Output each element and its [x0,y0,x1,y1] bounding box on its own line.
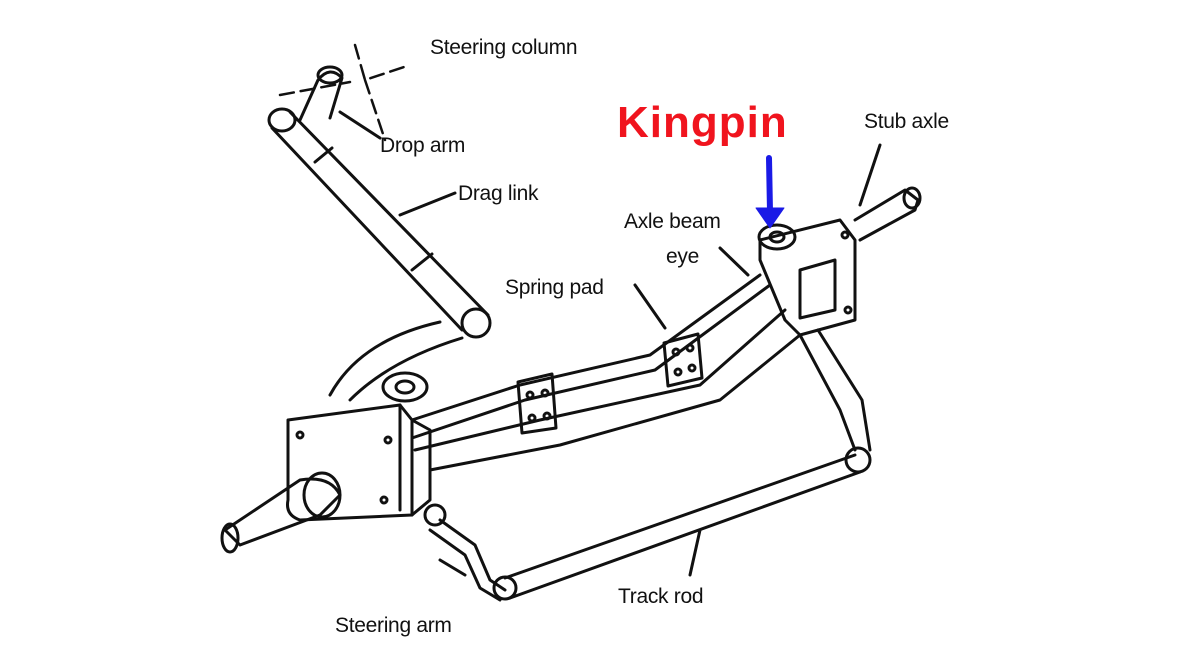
label-steering-column: Steering column [430,36,578,59]
label-axle-beam-eye-line2: eye [666,245,699,268]
drop-arm-shape [298,65,382,140]
label-spring-pad: Spring pad [505,276,604,299]
label-kingpin: Kingpin [617,98,788,147]
label-axle-beam-eye-line1: Axle beam [624,210,721,233]
left-stub-axle-shape [220,471,342,554]
axle-beam-shape [410,273,802,472]
track-rod-shape [492,328,872,601]
drag-link-shape [267,107,492,339]
label-drop-arm: Drop arm [380,134,466,157]
label-stub-axle: Stub axle [864,110,949,133]
label-drag-link: Drag link [458,182,539,205]
steering-arm-shape [423,503,507,602]
spring-pad-shapes [516,283,704,435]
label-track-rod: Track rod [618,585,704,608]
right-axle-eye [718,143,922,337]
left-axle-bracket [286,320,464,522]
label-steering-arm: Steering arm [335,614,452,637]
steering-column-shape [278,43,412,142]
kingpin-arrow [755,155,785,229]
